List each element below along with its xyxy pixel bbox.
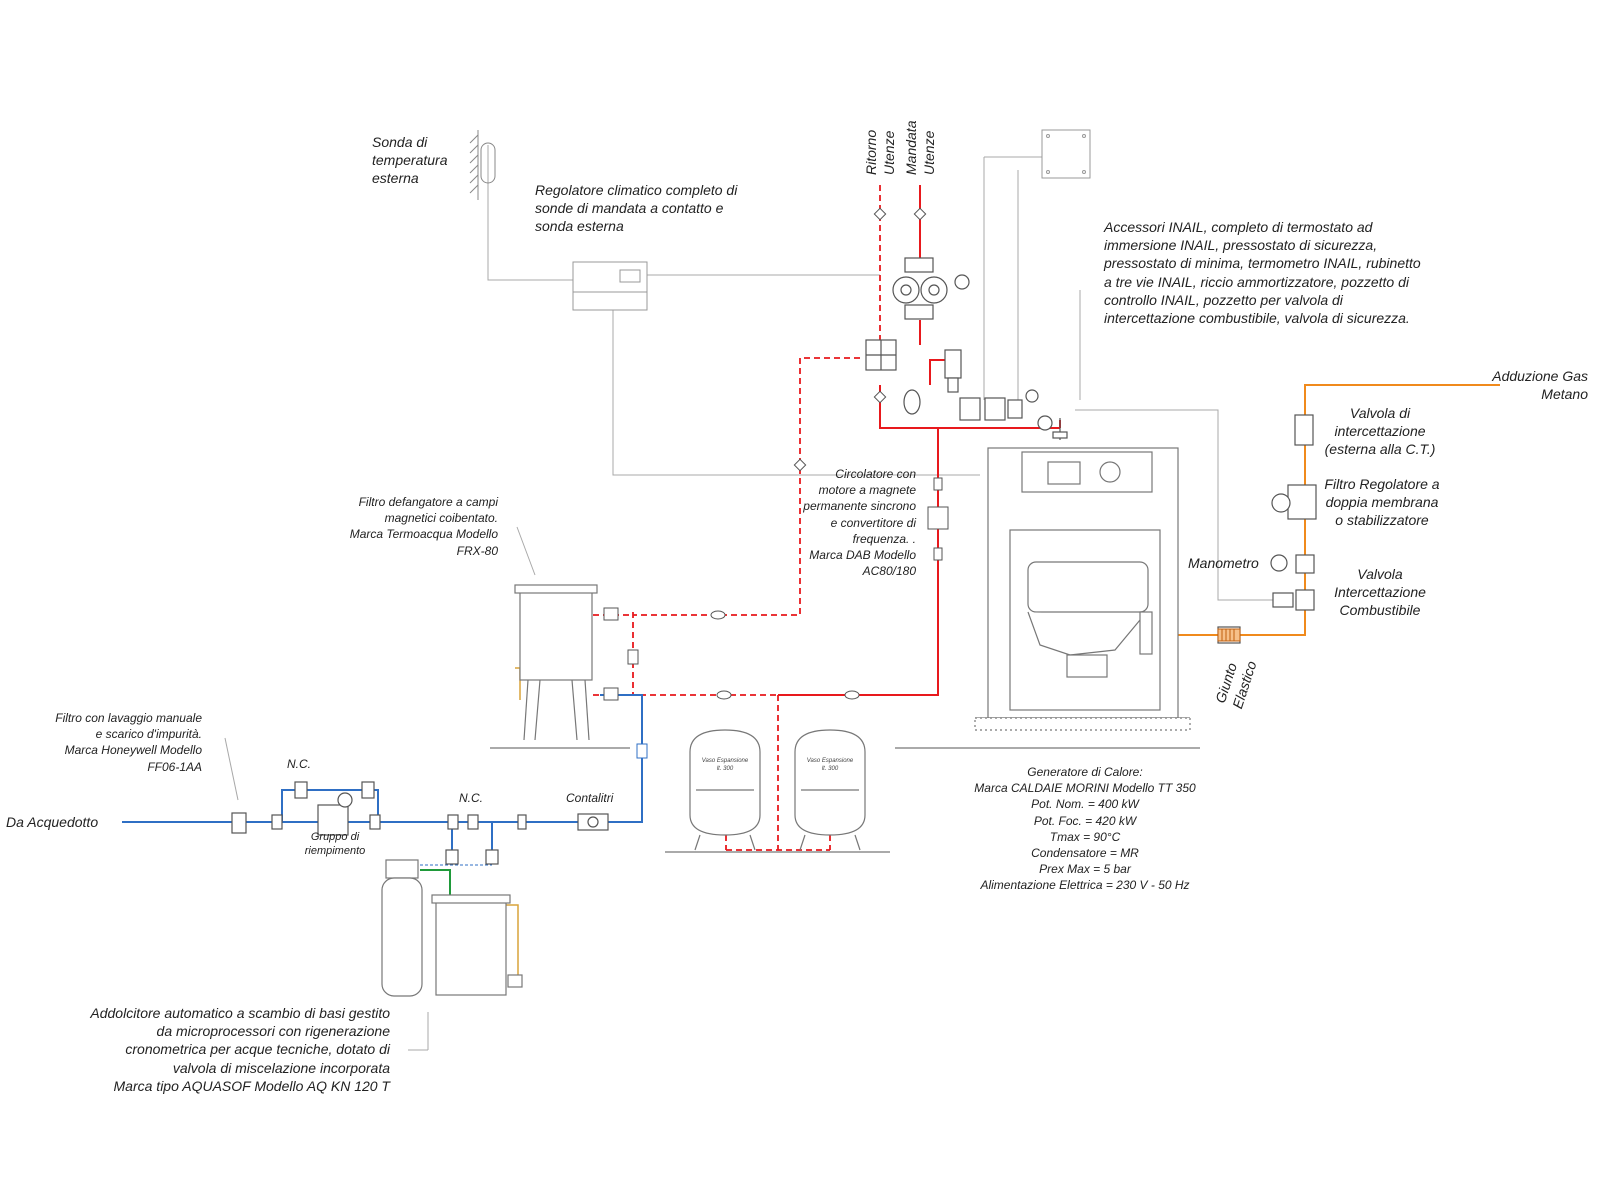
- expansion-tanks-icon: [665, 729, 890, 853]
- inline-valve-markers: [603, 207, 949, 759]
- boiler-icon: [895, 447, 1200, 749]
- gas-supply-label: Adduzione Gas Metano: [1492, 368, 1588, 403]
- water-softener-icon: [381, 859, 523, 997]
- control-wiring: [224, 145, 1275, 1051]
- shutoff-valve-label: Valvola di intercettazione (esterna alla…: [1324, 405, 1436, 458]
- nc-label-2: N.C.: [459, 791, 483, 805]
- climate-controller-icon: [572, 261, 648, 311]
- filling-group-label: Gruppo di riempimento: [304, 831, 366, 858]
- dirt-separator-icon: [490, 584, 630, 749]
- tank-2-label: Vaso Espansione: [807, 758, 854, 764]
- water-components-icon: [231, 781, 609, 865]
- climate-controller-label: Regolatore climatico completo di sonde d…: [535, 182, 738, 235]
- pump-group-icon: [865, 257, 970, 371]
- tank-1-label: Vaso Espansione: [702, 758, 749, 764]
- washable-filter-label: Filtro con lavaggio manuale e scarico d'…: [55, 711, 202, 774]
- water-inlet-label: Da Acquedotto: [6, 814, 99, 830]
- manometer-label: Manometro: [1188, 555, 1259, 571]
- fuel-shutoff-label: Valvola Intercettazione Combustibile: [1334, 566, 1426, 619]
- outdoor-sensor-icon: [469, 130, 496, 200]
- tank-1-capacity: lt. 300: [717, 766, 734, 772]
- gas-train-icon: [1217, 414, 1317, 644]
- supply-label: Mandata Utenze: [903, 120, 937, 175]
- boiler-specs-label: Generatore di Calore: Marca CALDAIE MORI…: [974, 765, 1196, 893]
- return-label: Ritorno Utenze: [863, 129, 897, 175]
- inail-accessories-label: Accessori INAIL, completo di termostato …: [1104, 219, 1421, 326]
- gas-filter-regulator-label: Filtro Regolatore a doppia membrana o st…: [1324, 476, 1440, 529]
- circulator-label: Circolatore con motore a magnete permane…: [803, 467, 916, 579]
- dirt-separator-label: Filtro defangatore a campi magnetici coi…: [349, 495, 498, 558]
- electrical-box-icon: [1041, 129, 1091, 179]
- outdoor-sensor-label: Sonda di temperatura esterna: [372, 134, 448, 187]
- nc-label-1: N.C.: [287, 757, 311, 771]
- tank-2-capacity: lt. 300: [822, 766, 839, 772]
- elastic-joint-icon: [1217, 628, 1241, 642]
- water-meter-label: Contalitri: [566, 791, 614, 805]
- softener-label: Addolcitore automatico a scambio di basi…: [90, 1005, 390, 1094]
- safety-accessories-icon: [903, 349, 1068, 440]
